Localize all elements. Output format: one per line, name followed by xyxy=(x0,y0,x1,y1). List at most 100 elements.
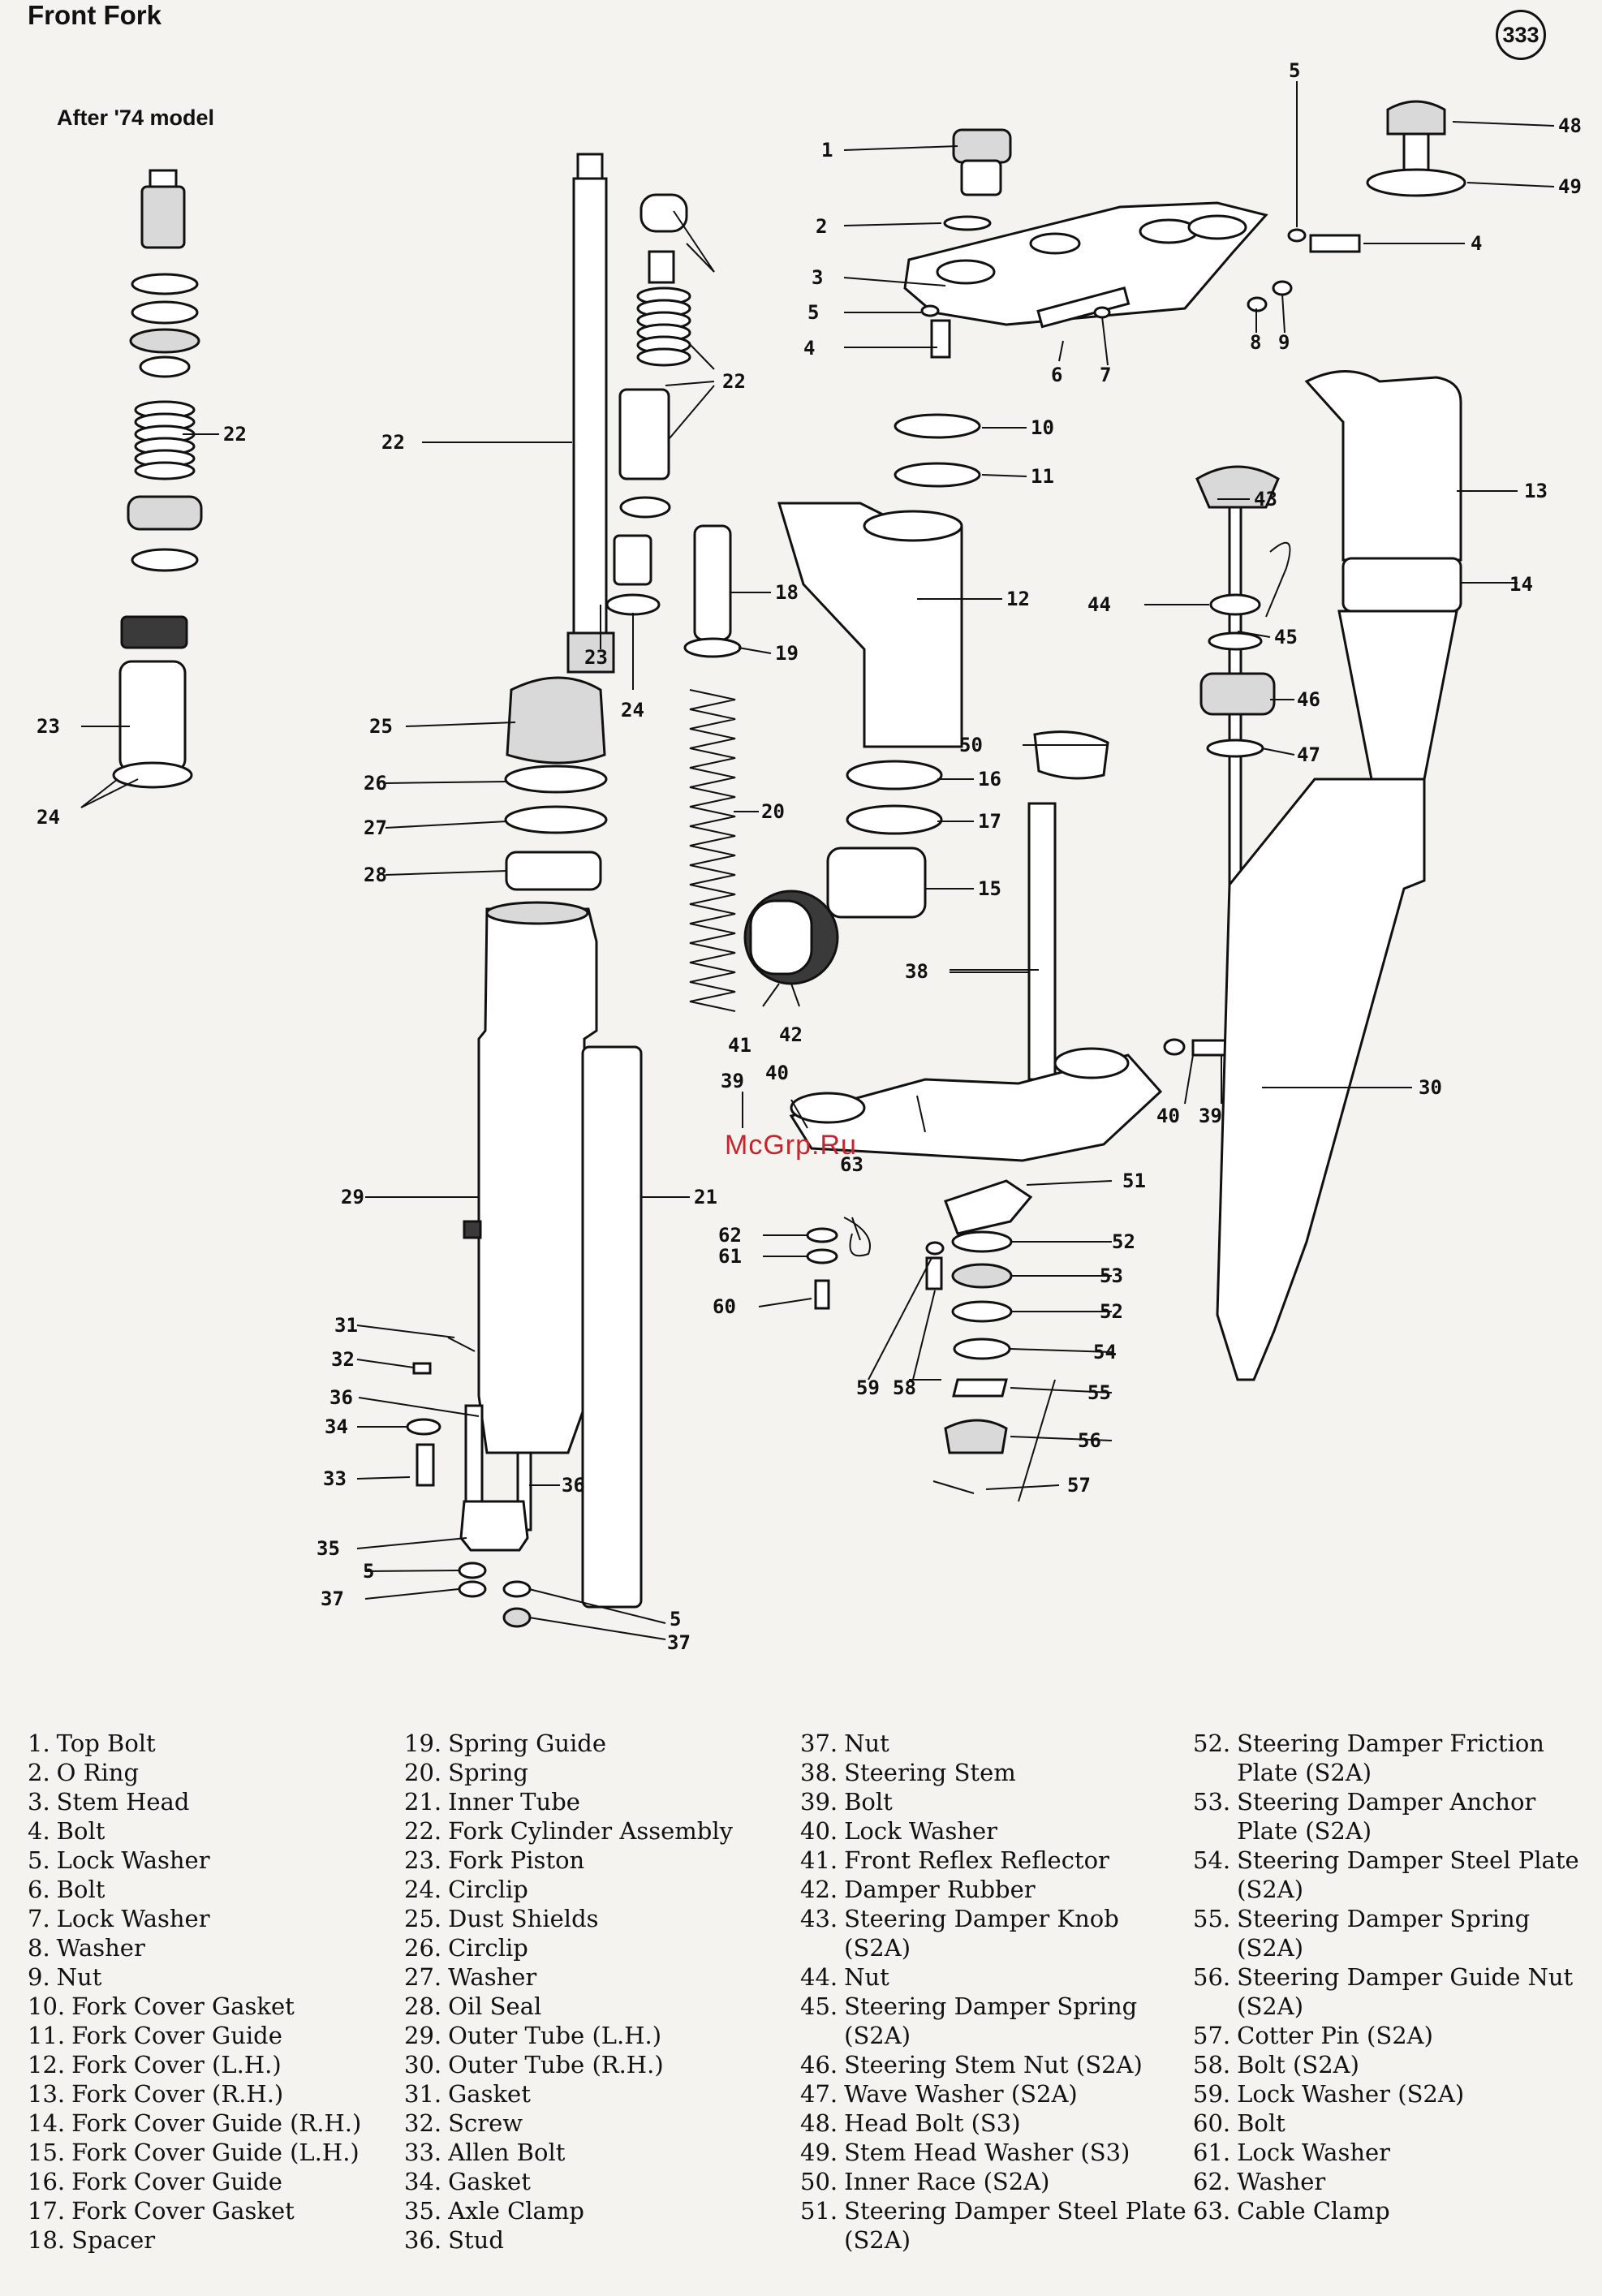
legend-item-number: 43. xyxy=(800,1905,838,1932)
damper-plate-stack xyxy=(806,1179,1033,1494)
legend-item-number: 9. xyxy=(28,1963,50,1991)
legend-item-label: Fork Piston xyxy=(448,1846,585,1874)
legend-item-number: 12. xyxy=(28,2051,66,2078)
callout-31: 31 xyxy=(334,1314,358,1337)
callout-51: 51 xyxy=(1122,1170,1146,1192)
legend-item-label: Washer xyxy=(448,1963,537,1991)
legend-item-label: Nut xyxy=(56,1963,102,1991)
legend-item-number: 36. xyxy=(404,2226,442,2254)
legend-item-number: 52. xyxy=(1193,1730,1231,1757)
callout-25: 25 xyxy=(369,715,393,738)
legend-item-number: 59. xyxy=(1193,2080,1231,2108)
legend-item-number: 46. xyxy=(800,2051,838,2078)
legend-item: 24.Circlip xyxy=(404,1875,733,1904)
callout-22: 22 xyxy=(722,370,746,393)
callout-13: 13 xyxy=(1524,480,1548,502)
legend-item-number: 19. xyxy=(404,1730,442,1757)
legend-item-label: Dust Shields xyxy=(448,1905,599,1932)
legend-item-number: 41. xyxy=(800,1846,838,1874)
legend-item-number: 5. xyxy=(28,1846,50,1874)
legend-item-label: Wave Washer (S2A) xyxy=(844,2080,1078,2108)
outer-tube-rh xyxy=(1216,778,1426,1381)
legend-item-label: Circlip xyxy=(448,1876,528,1903)
fork-cover-rh xyxy=(1304,370,1462,781)
callout-39: 39 xyxy=(1199,1105,1222,1127)
callout-8: 8 xyxy=(1250,331,1261,354)
legend-item: 59.Lock Washer (S2A) xyxy=(1193,2079,1579,2109)
legend-item-number: 50. xyxy=(800,2168,838,2195)
legend-item-label: Outer Tube (R.H.) xyxy=(448,2051,664,2078)
callout-55: 55 xyxy=(1087,1381,1111,1404)
legend-item-number: 23. xyxy=(404,1846,442,1874)
callout-53: 53 xyxy=(1100,1264,1123,1287)
fork-cylinder-assembly-detail xyxy=(112,169,203,789)
legend-item-number: 7. xyxy=(28,1905,50,1932)
callout-41: 41 xyxy=(728,1034,751,1057)
legend-item-continuation: (S2A) xyxy=(1237,1876,1304,1903)
legend-item: 56.Steering Damper Guide Nut xyxy=(1193,1962,1579,1992)
legend-item-label: Cable Clamp xyxy=(1237,2197,1390,2225)
legend-item-label: Steering Damper Steel Plate xyxy=(1237,1846,1579,1874)
legend-item-label: Stud xyxy=(448,2226,504,2254)
callout-39: 39 xyxy=(721,1070,744,1092)
legend-item-number: 10. xyxy=(28,1992,66,2020)
legend-item-number: 28. xyxy=(404,1992,442,2020)
legend-item: 31.Gasket xyxy=(404,2079,733,2109)
legend-item: 40.Lock Washer xyxy=(800,1816,1186,1846)
legend-item: 2.O Ring xyxy=(28,1758,361,1787)
callout-35: 35 xyxy=(317,1537,340,1560)
callout-16: 16 xyxy=(978,768,1001,790)
legend-item: 10.Fork Cover Gasket xyxy=(28,1992,361,2021)
legend-item-label: Steering Damper Guide Nut xyxy=(1237,1963,1574,1991)
legend-item: 28.Oil Seal xyxy=(404,1992,733,2021)
legend-item-number: 51. xyxy=(800,2197,838,2225)
legend-item-label: Lock Washer xyxy=(844,1817,998,1845)
legend-item-label: Circlip xyxy=(448,1934,528,1962)
steering-stem-group xyxy=(743,802,1239,1162)
legend-item-number: 8. xyxy=(28,1934,50,1962)
outer-tube-lh-group xyxy=(463,676,608,1531)
legend-item-label: Fork Cover (L.H.) xyxy=(71,2051,282,2078)
legend-item-label: Spacer xyxy=(71,2226,156,2254)
legend-item-label: Bolt xyxy=(56,1817,106,1845)
legend-item: 26.Circlip xyxy=(404,1933,733,1962)
page-title: Front Fork xyxy=(28,0,161,30)
callout-5: 5 xyxy=(363,1560,374,1583)
callout-29: 29 xyxy=(341,1186,364,1208)
callout-43: 43 xyxy=(1254,488,1277,510)
bearing-group xyxy=(826,730,1109,919)
legend-item: 25.Dust Shields xyxy=(404,1904,733,1933)
callout-42: 42 xyxy=(779,1023,803,1046)
callout-15: 15 xyxy=(978,877,1001,900)
legend-item-number: 27. xyxy=(404,1963,442,1991)
legend-item-number: 53. xyxy=(1193,1788,1231,1816)
legend-item-label: Washer xyxy=(56,1934,145,1962)
legend-item: 60.Bolt xyxy=(1193,2109,1579,2138)
legend-item-continuation: (S2A) xyxy=(1237,1992,1304,2020)
legend-item-number: 55. xyxy=(1193,1905,1231,1932)
legend-item-label: Stem Head xyxy=(56,1788,190,1816)
callout-63: 63 xyxy=(840,1153,863,1176)
legend-item-number: 15. xyxy=(28,2139,66,2166)
legend-item-number: 13. xyxy=(28,2080,66,2108)
legend-item-number: 4. xyxy=(28,1817,50,1845)
callout-61: 61 xyxy=(718,1245,742,1268)
legend-item-label: Steering Damper Knob xyxy=(844,1905,1119,1932)
legend-item-number: 42. xyxy=(800,1876,838,1903)
legend-item: 61.Lock Washer xyxy=(1193,2138,1579,2167)
legend-item: 11.Fork Cover Guide xyxy=(28,2021,361,2050)
legend-item-label: Fork Cover Guide xyxy=(71,2168,282,2195)
callout-62: 62 xyxy=(718,1224,742,1247)
callout-12: 12 xyxy=(1006,588,1030,610)
callout-54: 54 xyxy=(1093,1341,1117,1363)
legend-item: 22.Fork Cylinder Assembly xyxy=(404,1816,733,1846)
legend-item-number: 30. xyxy=(404,2051,442,2078)
legend-item: 38.Steering Stem xyxy=(800,1758,1186,1787)
callout-44: 44 xyxy=(1087,593,1111,616)
callout-59: 59 xyxy=(856,1376,880,1399)
legend-item-label: Fork Cover Gasket xyxy=(71,2197,295,2225)
legend-item-label: Steering Stem Nut (S2A) xyxy=(844,2051,1143,2078)
legend-item-number: 22. xyxy=(404,1817,442,1845)
legend-item-number: 3. xyxy=(28,1788,50,1816)
legend-item-label: Spring xyxy=(448,1759,528,1786)
